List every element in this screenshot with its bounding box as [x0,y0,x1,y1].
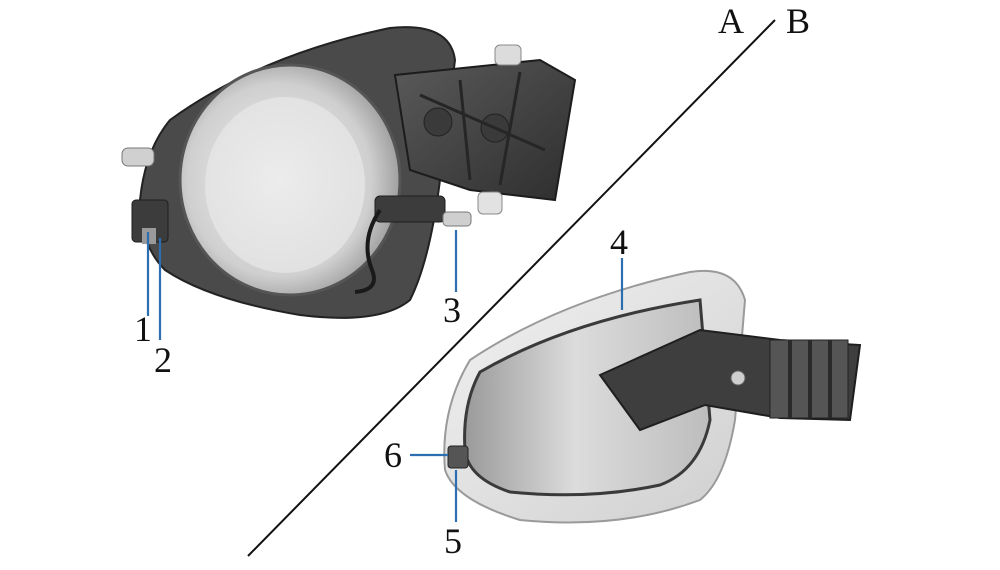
callout-2: 2 [154,340,172,380]
lower-stud [477,191,503,215]
callout-5: 5 [444,521,462,561]
cover-assembly-b [443,269,862,524]
callout-4: 4 [610,222,628,262]
actuator-plunger [442,211,472,227]
section-label-a: A [718,1,744,41]
housing-assembly-a [121,26,577,319]
top-stud [494,44,522,66]
flap-ribs [419,71,546,186]
actuator-cable [354,208,382,294]
callout-6: 6 [384,435,402,475]
flap-boss-left [423,107,453,137]
actuator-body [374,195,446,223]
hinge-comb-teeth [788,340,832,418]
hinge-hole [730,370,746,386]
section-label-b: B [786,1,810,41]
divider-line [247,19,776,557]
mounting-stud [121,147,155,167]
cover-latch [447,445,469,469]
callout-3: 3 [443,290,461,330]
callout-1: 1 [134,309,152,349]
filler-bowl-inner [205,97,365,273]
